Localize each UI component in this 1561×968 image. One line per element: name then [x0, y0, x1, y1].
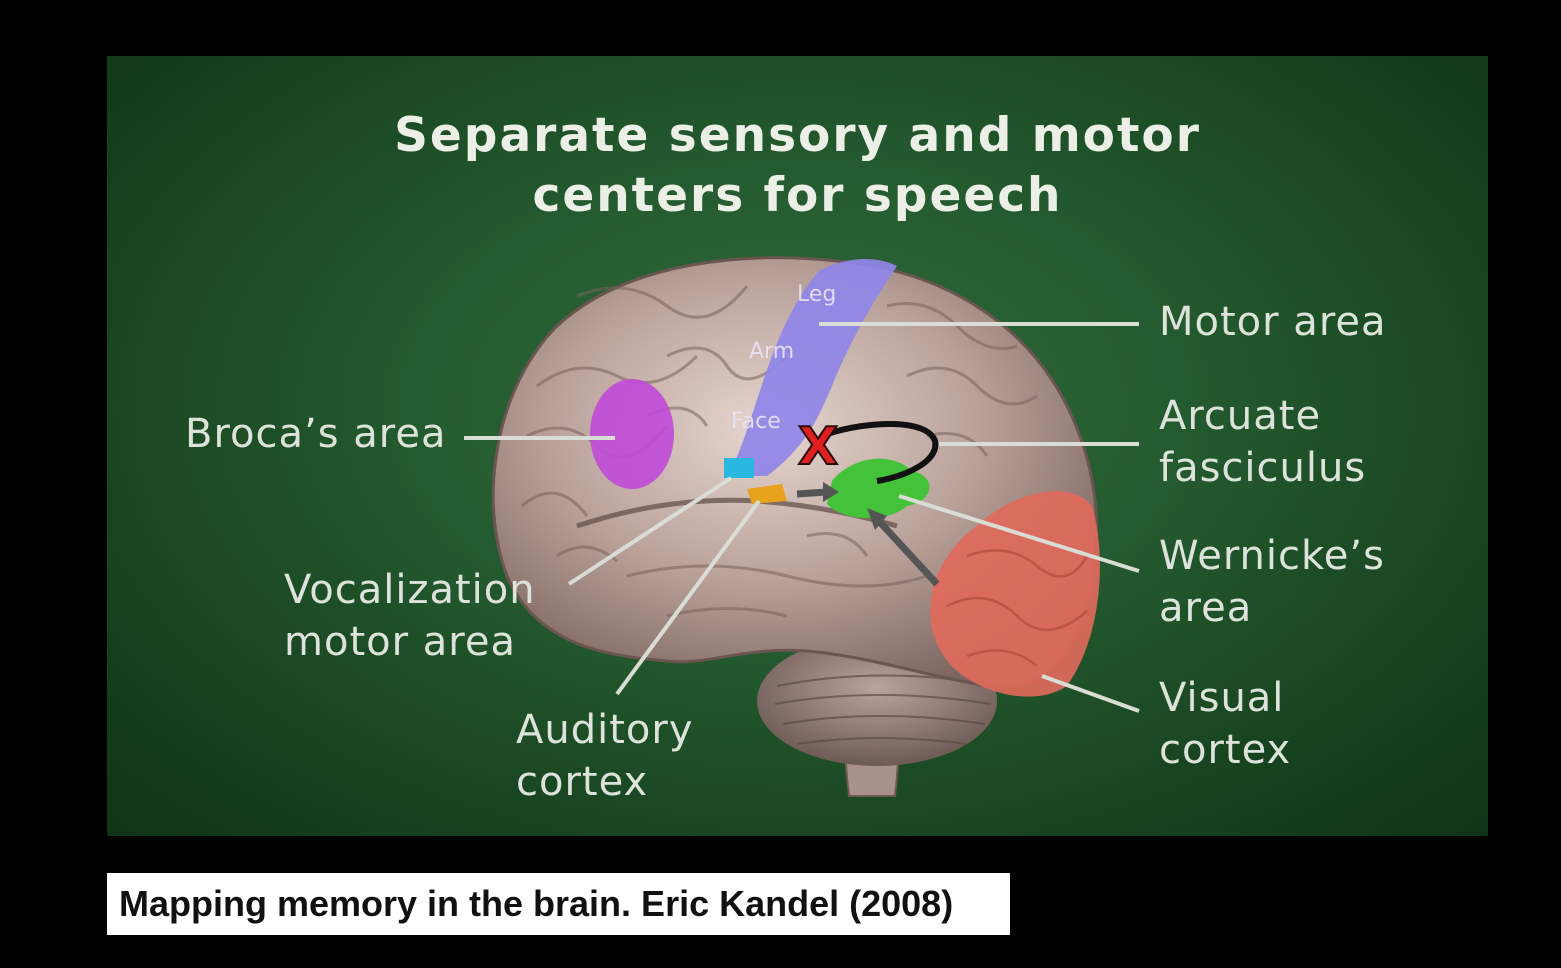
- label-auditory-line-1: Auditory: [516, 704, 694, 756]
- brocas-area-region: [590, 379, 674, 489]
- label-visual-line-1: Visual: [1159, 672, 1291, 724]
- label-brocas-area: Broca’s area: [185, 408, 446, 460]
- label-visual-line-2: cortex: [1159, 724, 1291, 776]
- label-wernicke-line-2: area: [1159, 582, 1385, 634]
- strip-label-arm: Arm: [749, 339, 794, 364]
- label-arcuate-line-1: Arcuate: [1159, 390, 1366, 442]
- caption-text: Mapping memory in the brain. Eric Kandel…: [119, 879, 953, 929]
- lesion-mark: X: [798, 417, 838, 477]
- label-vocalization-motor-area: Vocalization motor area: [284, 564, 536, 668]
- figure-caption: Mapping memory in the brain. Eric Kandel…: [107, 873, 1010, 935]
- label-wernicke-line-1: Wernicke’s: [1159, 530, 1385, 582]
- leader-visual: [1042, 676, 1139, 711]
- label-arcuate-line-2: fasciculus: [1159, 442, 1366, 494]
- label-wernickes-area: Wernicke’s area: [1159, 530, 1385, 634]
- label-vocalization-line-2: motor area: [284, 616, 536, 668]
- vocalization-region: [724, 458, 754, 478]
- label-auditory-line-2: cortex: [516, 756, 694, 808]
- label-vocalization-line-1: Vocalization: [284, 564, 536, 616]
- label-arcuate-fasciculus: Arcuate fasciculus: [1159, 390, 1366, 494]
- label-auditory-cortex: Auditory cortex: [516, 704, 694, 808]
- diagram-slide: Separate sensory and motor centers for s…: [107, 56, 1488, 836]
- label-visual-cortex: Visual cortex: [1159, 672, 1291, 776]
- strip-label-face: Face: [731, 409, 781, 434]
- strip-label-leg: Leg: [797, 282, 836, 307]
- label-motor-area: Motor area: [1159, 296, 1387, 348]
